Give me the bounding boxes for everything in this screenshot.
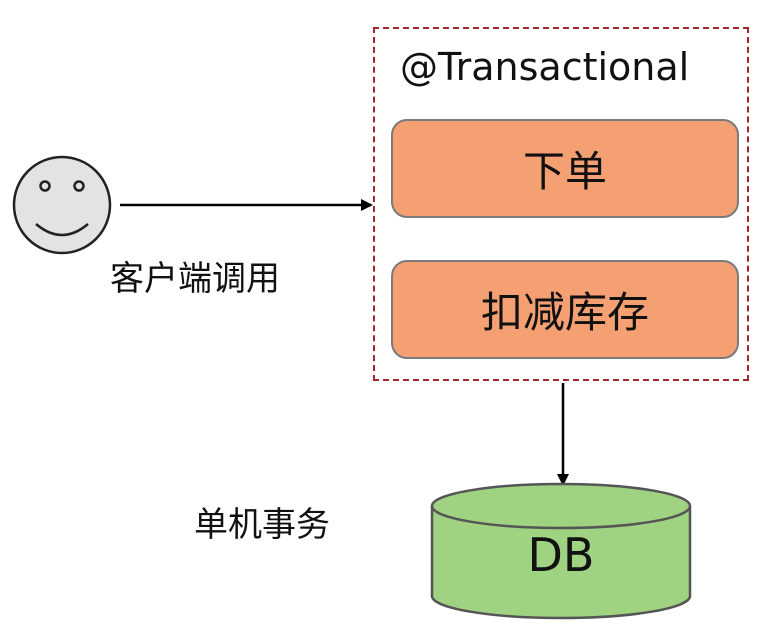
- deduct-stock-step: 扣减库存: [391, 260, 739, 359]
- smiley-face-icon: [12, 155, 112, 255]
- transactional-annotation: @Transactional: [400, 45, 690, 89]
- local-transaction-label: 单机事务: [194, 505, 330, 545]
- place-order-step: 下单: [391, 119, 739, 218]
- transaction-boundary: [373, 27, 749, 381]
- database-label: DB: [527, 528, 595, 582]
- database-cylinder-icon: [430, 482, 692, 620]
- client-call-label: 客户端调用: [110, 259, 280, 299]
